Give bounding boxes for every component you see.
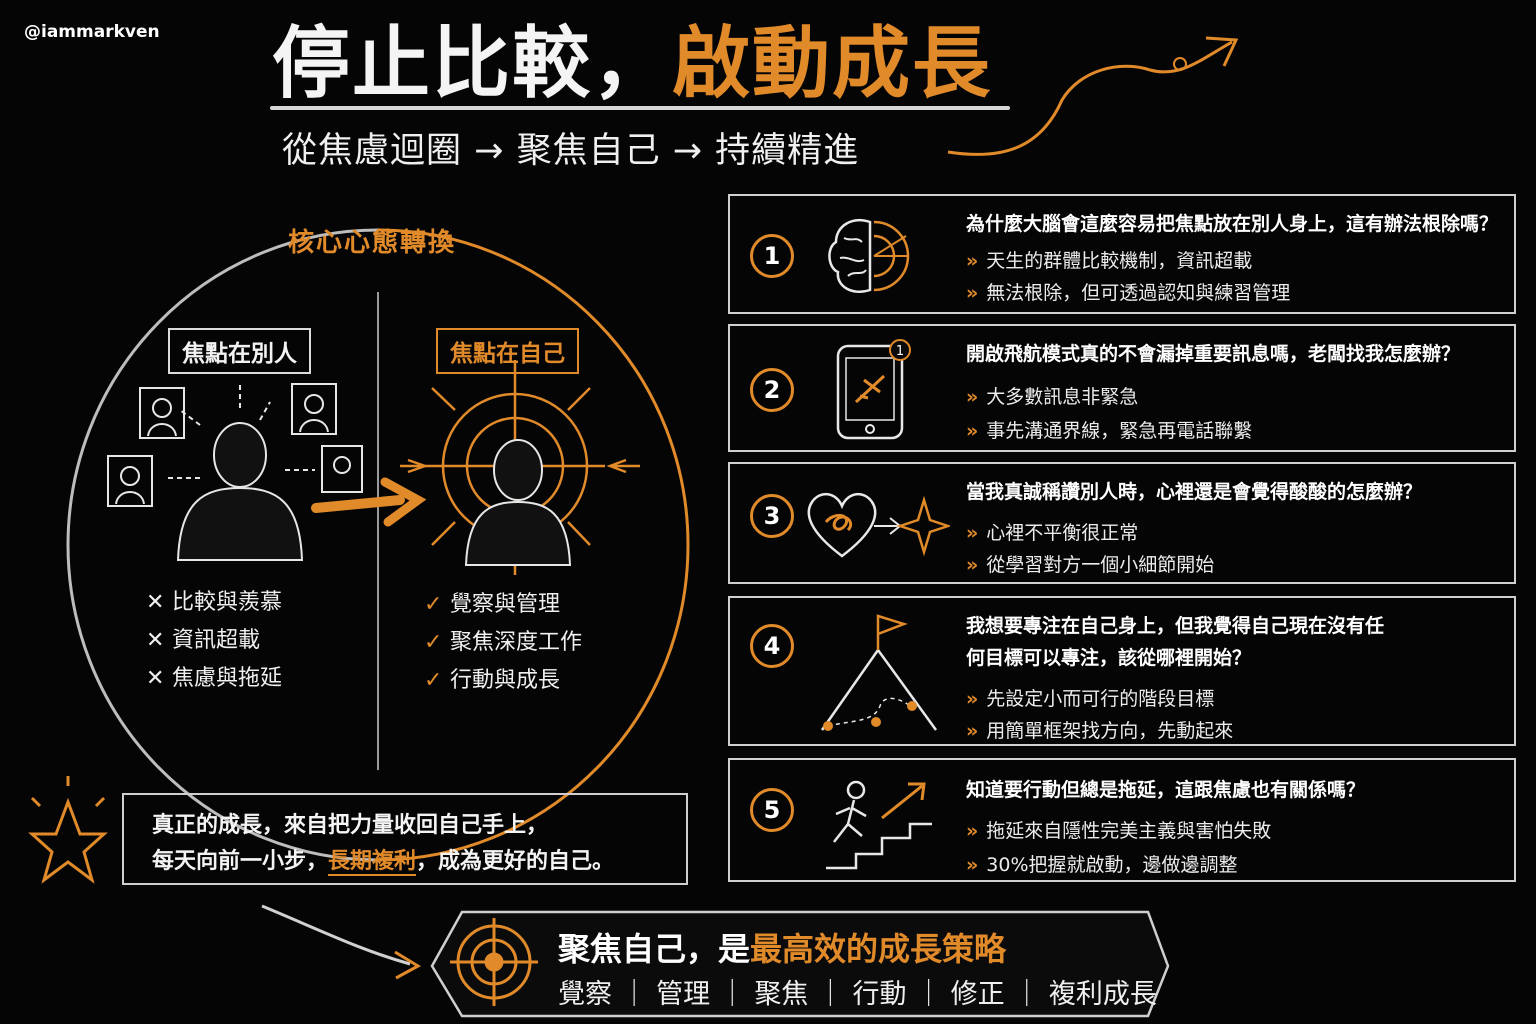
page-title: 停止比較，啟動成長 <box>272 18 992 110</box>
card-answer: »先設定小而可行的階段目標 <box>966 688 1215 710</box>
subtitle: 從焦慮迴圈 → 聚焦自己 → 持續精進 <box>282 131 860 171</box>
chevron-right-icon: » <box>966 554 979 576</box>
positive-list: ✓覺察與管理 ✓聚焦深度工作 ✓行動與成長 <box>424 586 582 700</box>
card-number: 4 <box>750 624 794 668</box>
list-item: ✓聚焦深度工作 <box>424 624 582 662</box>
core-title: 核心心態轉換 <box>288 228 457 258</box>
card-question: 開啟飛航模式真的不會漏掉重要訊息嗎，老闆找我怎麼辦？ <box>966 343 1461 365</box>
chevron-right-icon: » <box>966 820 979 842</box>
qa-card-1: 1 為什麼大腦會這麼容易把焦點放在別人身上，這有辦法根除嗎？ »天生的群體比較機… <box>728 194 1516 314</box>
banner-steps: 覺察 ｜ 管理 ｜ 聚焦 ｜ 行動 ｜ 修正 ｜ 複利成長 <box>558 979 1157 1010</box>
chevron-right-icon: » <box>966 522 979 544</box>
card-number: 1 <box>750 234 794 278</box>
check-icon: ✓ <box>424 592 443 617</box>
card-question: 知道要行動但總是拖延，這跟焦慮也有關係嗎？ <box>966 779 1366 801</box>
quote-box: 真正的成長，來自把力量收回自己手上， 每天向前一小步，長期複利，成為更好的自己。 <box>122 793 688 885</box>
focus-self-label: 焦點在自己 <box>436 328 579 374</box>
card-question: 我想要專注在自己身上，但我覺得自己現在沒有任 <box>966 615 1385 637</box>
card-answer: »30%把握就啟動，邊做邊調整 <box>966 854 1238 876</box>
x-icon: ✕ <box>146 590 165 615</box>
core-circle-right <box>377 228 690 862</box>
qa-card-4: 4 我想要專注在自己身上，但我覺得自己現在沒有任 何目標可以專注，該從哪裡開始？… <box>728 596 1516 746</box>
card-number: 2 <box>750 368 794 412</box>
card-answer: »天生的群體比較機制，資訊超載 <box>966 250 1253 272</box>
chevron-right-icon: » <box>966 854 979 876</box>
qa-card-3: 3 當我真誠稱讚別人時，心裡還是會覺得酸酸的怎麼辦？ »心裡不平衡很正常 »從學… <box>728 462 1516 584</box>
card-answer: »用簡單框架找方向，先動起來 <box>966 720 1234 742</box>
card-question: 當我真誠稱讚別人時，心裡還是會覺得酸酸的怎麼辦？ <box>966 481 1423 503</box>
check-icon: ✓ <box>424 630 443 655</box>
banner-headline: 聚焦自己，是最高效的成長策略 <box>558 930 1007 968</box>
x-icon: ✕ <box>146 628 165 653</box>
list-item: ✕焦慮與拖延 <box>146 660 282 698</box>
quote-line2: 每天向前一小步，長期複利，成為更好的自己。 <box>152 849 615 876</box>
brain-radar-icon <box>828 219 910 293</box>
banner-frame <box>430 910 1170 1018</box>
phone-badge: 1 <box>896 344 904 359</box>
person-self-icon <box>464 439 572 566</box>
list-item: ✕比較與羨慕 <box>146 584 282 622</box>
phone-airplane-icon: 1 <box>836 339 911 440</box>
chevron-right-icon: » <box>966 250 979 272</box>
person-others-icon <box>176 422 304 561</box>
photo-frame-icons <box>107 383 363 507</box>
chevron-right-icon: » <box>966 720 979 742</box>
qa-card-2: 2 1 開啟飛航模式真的不會漏掉重要訊息嗎，老闆找我怎麼辦？ »大多數訊息非緊急… <box>728 324 1516 452</box>
card-answer: »無法根除，但可透過認知與練習管理 <box>966 282 1291 304</box>
title-part2: 啟動成長 <box>672 19 993 109</box>
quote-line1: 真正的成長，來自把力量收回自己手上， <box>152 813 549 838</box>
shift-arrow-icon <box>311 495 405 513</box>
chevron-right-icon: » <box>966 420 979 442</box>
chevron-right-icon: » <box>966 386 979 408</box>
core-circle-left <box>66 228 379 862</box>
card-question-line2: 何目標可以專注，該從哪裡開始？ <box>966 647 1252 669</box>
list-item: ✓覺察與管理 <box>424 586 582 624</box>
card-answer: »心裡不平衡很正常 <box>966 522 1139 544</box>
title-part1: 停止比較， <box>272 19 673 109</box>
focus-others-label: 焦點在別人 <box>168 328 311 374</box>
stairs-runner-icon <box>826 780 932 870</box>
heart-sparkle-icon <box>807 493 950 558</box>
mountain-flag-icon <box>820 614 938 731</box>
chevron-right-icon: » <box>966 688 979 710</box>
star-icon <box>28 776 108 884</box>
author-handle: @iammarkven <box>24 22 160 42</box>
title-underline <box>270 106 1010 110</box>
card-number: 3 <box>750 494 794 538</box>
x-icon: ✕ <box>146 666 165 691</box>
card-answer: »從學習對方一個小細節開始 <box>966 554 1215 576</box>
chevron-right-icon: » <box>966 282 979 304</box>
card-answer: »拖延來自隱性完美主義與害怕失敗 <box>966 820 1272 842</box>
quote-highlight: 長期複利 <box>328 849 417 876</box>
card-question: 為什麼大腦會這麼容易把焦點放在別人身上，這有辦法根除嗎？ <box>966 213 1499 235</box>
target-banner-icon <box>450 918 538 1006</box>
card-answer: »大多數訊息非緊急 <box>966 386 1139 408</box>
list-item: ✕資訊超載 <box>146 622 282 660</box>
banner-highlight: 最高效的成長策略 <box>750 930 1007 968</box>
list-item: ✓行動與成長 <box>424 662 582 700</box>
qa-card-5: 5 知道要行動但總是拖延，這跟焦慮也有關係嗎？ »拖延來自隱性完美主義與害怕失敗… <box>728 758 1516 882</box>
check-icon: ✓ <box>424 668 443 693</box>
negative-list: ✕比較與羨慕 ✕資訊超載 ✕焦慮與拖延 <box>146 584 282 698</box>
card-number: 5 <box>750 788 794 832</box>
card-answer: »事先溝通界線，緊急再電話聯繫 <box>966 420 1253 442</box>
